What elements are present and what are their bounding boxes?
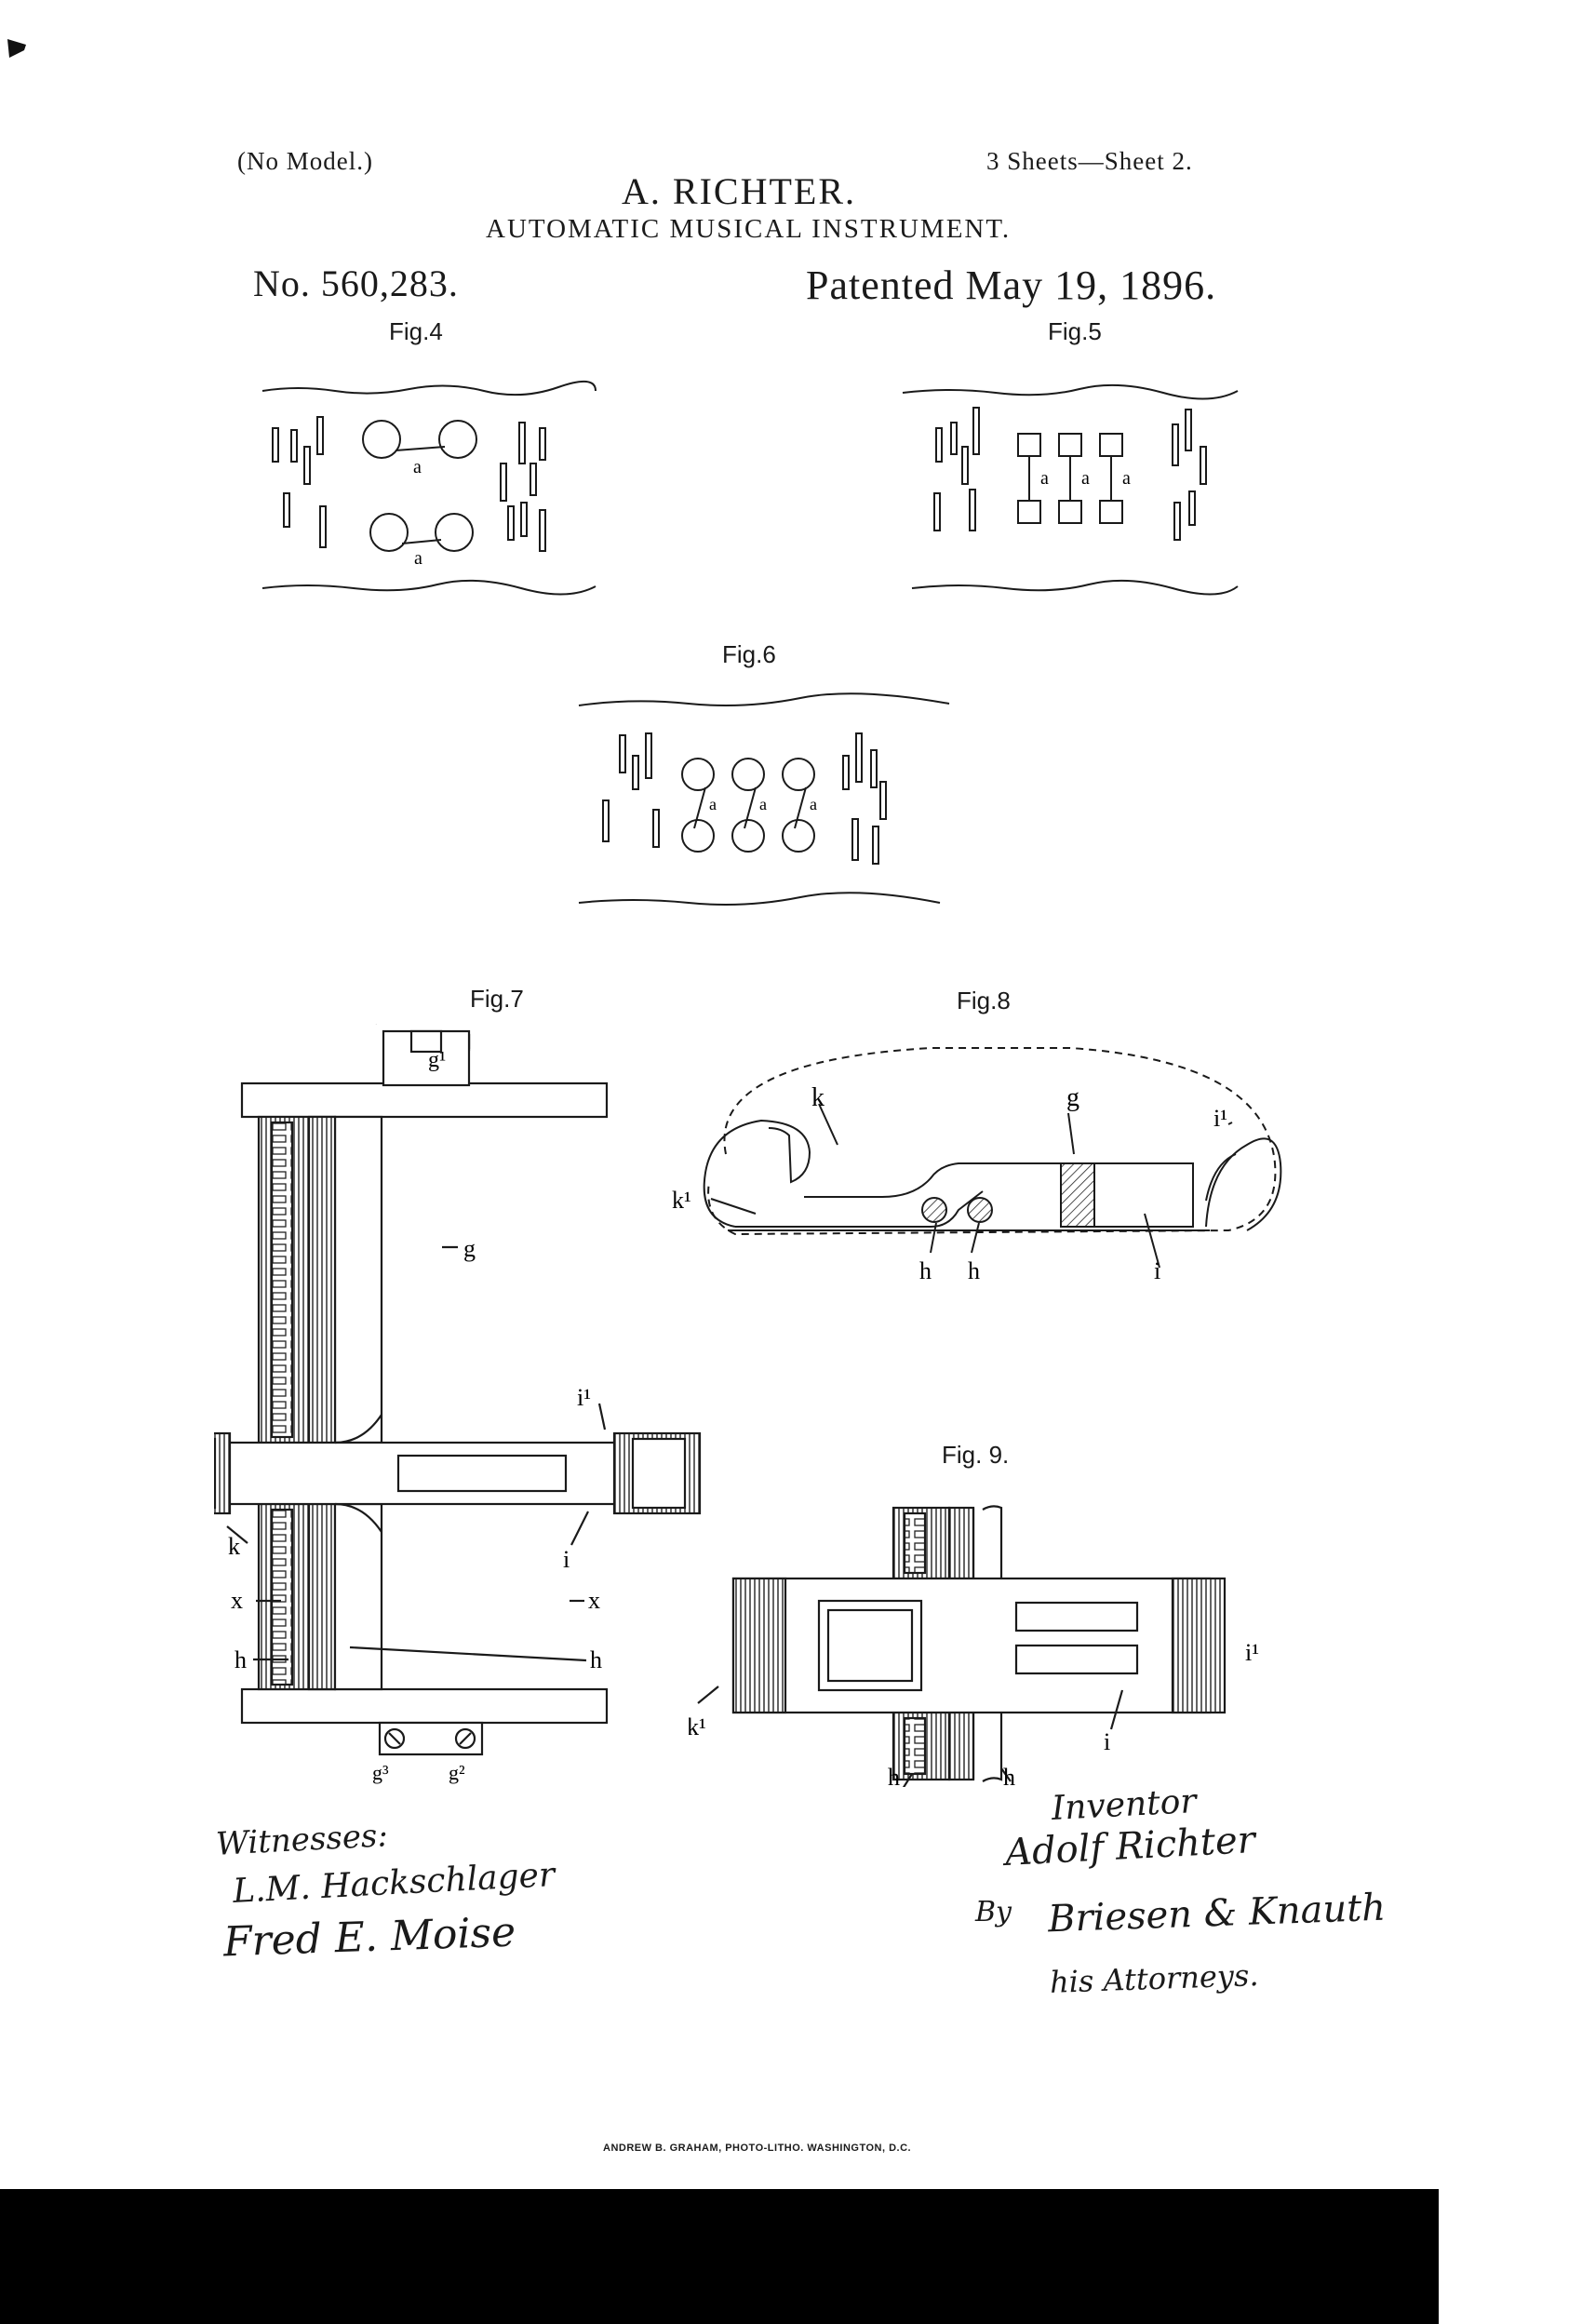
fig8-label-g: g bbox=[1066, 1083, 1079, 1112]
patent-number: No. 560,283. bbox=[253, 262, 459, 304]
fig5-title: Fig.5 bbox=[1048, 317, 1102, 345]
fig8-title: Fig.8 bbox=[957, 987, 1011, 1014]
inventor-signature: Adolf Richter bbox=[1003, 1818, 1256, 1875]
fig5-drawing: a a a bbox=[902, 383, 1239, 596]
fig7-label-x-left: x bbox=[231, 1587, 243, 1614]
fig4-drawing: a a bbox=[261, 381, 597, 596]
fig7-drawing: g g¹ k¹ k i¹ i x x h h g³ g² bbox=[214, 1024, 702, 1784]
fig5-label-a-1: a bbox=[1040, 468, 1049, 489]
fig4-label-a-bottom: a bbox=[414, 548, 422, 569]
fig7-label-k: k bbox=[228, 1533, 240, 1560]
fig5-label-a-3: a bbox=[1122, 468, 1131, 489]
fig8-label-h-1: h bbox=[919, 1257, 932, 1284]
fig8-label-k: k bbox=[811, 1083, 825, 1112]
fig9-label-h-1: h bbox=[888, 1764, 900, 1787]
fig9-drawing: i¹ i k¹ h h bbox=[689, 1505, 1259, 1787]
witness-signature-2: Fred E. Moise bbox=[222, 1908, 516, 1967]
fig8-drawing: k g i¹ k¹ h h i bbox=[672, 1047, 1282, 1284]
fig9-label-i1: i¹ bbox=[1245, 1639, 1259, 1666]
fig9-label-i: i bbox=[1104, 1728, 1110, 1755]
invention-title: AUTOMATIC MUSICAL INSTRUMENT. bbox=[486, 214, 1012, 244]
fig8-label-h-2: h bbox=[968, 1257, 980, 1284]
witness-signature-1: L.M. Hackschlager bbox=[232, 1855, 556, 1912]
fig8-label-k1: k¹ bbox=[672, 1187, 691, 1214]
fig7-label-g2: g² bbox=[449, 1761, 465, 1784]
patent-date: Patented May 19, 1896. bbox=[806, 262, 1217, 308]
fig9-title: Fig. 9. bbox=[942, 1441, 1010, 1469]
fig7-label-g: g bbox=[463, 1235, 476, 1262]
fig8-label-i: i bbox=[1154, 1257, 1160, 1284]
attorney-signature: Briesen & Knauth bbox=[1047, 1886, 1387, 1941]
fig8-label-i1: i¹ bbox=[1213, 1105, 1227, 1132]
fig6-label-a-1: a bbox=[709, 795, 717, 813]
fig7-title: Fig.7 bbox=[470, 985, 524, 1013]
inventor-name: A. RICHTER. bbox=[622, 170, 856, 212]
fig7-label-h-left: h bbox=[235, 1646, 247, 1673]
fig6-label-a-3: a bbox=[810, 795, 817, 813]
sheet-number: 3 Sheets—Sheet 2. bbox=[986, 147, 1193, 175]
fig7-label-i: i bbox=[563, 1546, 570, 1573]
fig7-label-h-right: h bbox=[590, 1646, 602, 1673]
fig6-title: Fig.6 bbox=[722, 640, 776, 668]
printer-credit: ANDREW B. GRAHAM, PHOTO-LITHO. WASHINGTO… bbox=[603, 2143, 912, 2154]
fig7-label-x-right: x bbox=[588, 1587, 600, 1614]
fig6-label-a-2: a bbox=[759, 795, 767, 813]
scan-edge-bar bbox=[0, 2189, 1439, 2324]
fig9-label-h-2: h bbox=[1003, 1764, 1015, 1787]
fig5-label-a-2: a bbox=[1081, 468, 1090, 489]
attorneys-label: his Attorneys. bbox=[1049, 1957, 1260, 2000]
no-model-note: (No Model.) bbox=[237, 147, 373, 175]
fig4-label-a-top: a bbox=[413, 457, 422, 477]
fig9-label-k1: k¹ bbox=[689, 1713, 706, 1740]
by-label: By bbox=[975, 1896, 1012, 1928]
fig7-label-g3: g³ bbox=[372, 1761, 389, 1784]
corner-mark bbox=[7, 39, 26, 58]
fig6-drawing: a a a bbox=[578, 692, 950, 906]
fig7-label-i1: i¹ bbox=[577, 1384, 591, 1411]
witnesses-label: Witnesses: bbox=[215, 1817, 389, 1863]
fig4-title: Fig.4 bbox=[389, 317, 443, 345]
fig7-label-g1: g¹ bbox=[428, 1048, 446, 1072]
inventor-label: Inventor bbox=[1051, 1781, 1198, 1829]
